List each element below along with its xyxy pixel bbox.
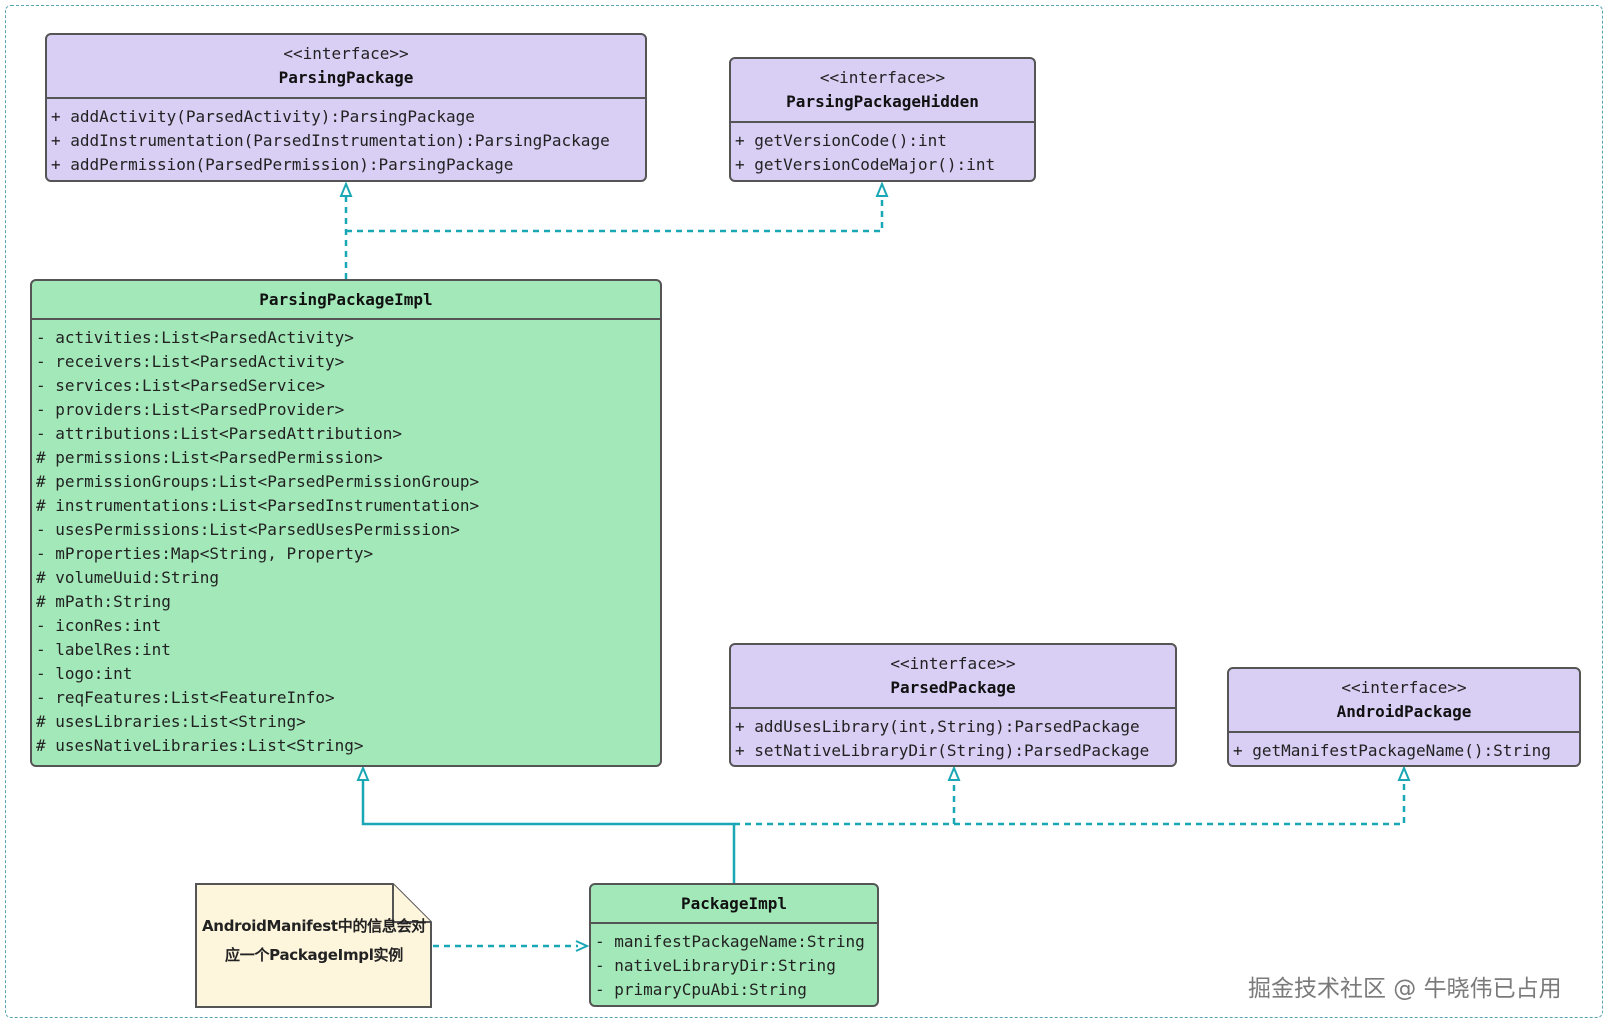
- note-link-arrowhead: [575, 940, 590, 952]
- inheritance-packageimpl-to-parsingpackageimpl: [361, 780, 736, 883]
- arrowhead-androidpackage: [1397, 765, 1411, 781]
- arrowhead-parsedpackage: [947, 765, 961, 781]
- member: - manifestPackageName:String: [595, 932, 865, 951]
- member: - usesPermissions:List<ParsedUsesPermiss…: [36, 520, 460, 539]
- class-parsingpackageimpl: ParsingPackageImpl - activities:List<Par…: [30, 279, 662, 767]
- member: + getVersionCode():int: [735, 131, 947, 150]
- member: - labelRes:int: [36, 640, 171, 659]
- class-name: ParsingPackage: [278, 68, 414, 87]
- member: - iconRes:int: [36, 616, 162, 635]
- class-parsingpackagehidden: <<interface>> ParsingPackageHidden + get…: [729, 57, 1036, 182]
- member: # usesNativeLibraries:List<String>: [36, 736, 364, 755]
- member: + addActivity(ParsedActivity):ParsingPac…: [51, 107, 475, 126]
- member: - providers:List<ParsedProvider>: [36, 400, 345, 419]
- member: + setNativeLibraryDir(String):ParsedPack…: [735, 741, 1150, 760]
- class-header: <<interface>> ParsingPackage: [47, 35, 645, 99]
- member: + getManifestPackageName():String: [1233, 741, 1551, 760]
- member: # permissionGroups:List<ParsedPermission…: [36, 472, 480, 491]
- member: - activities:List<ParsedActivity>: [36, 328, 354, 347]
- member: + addInstrumentation(ParsedInstrumentati…: [51, 131, 610, 150]
- note-line: 应一个PackageImpl实例: [225, 946, 403, 964]
- class-name: PackageImpl: [681, 893, 787, 913]
- class-packageimpl: PackageImpl - manifestPackageName:String…: [589, 883, 879, 1007]
- note-fold: [392, 884, 431, 923]
- member: - reqFeatures:List<FeatureInfo>: [36, 688, 335, 707]
- watermark: 掘金技术社区 @ 牛晓伟已占用: [1248, 976, 1562, 1002]
- member: # volumeUuid:String: [36, 568, 220, 587]
- member: - primaryCpuAbi:String: [595, 980, 807, 999]
- member: + addUsesLibrary(int,String):ParsedPacka…: [735, 717, 1140, 736]
- stereotype-label: <<interface>>: [819, 68, 946, 87]
- member: - mProperties:Map<String, Property>: [36, 544, 374, 563]
- member: - nativeLibraryDir:String: [595, 956, 836, 975]
- realization-impl-to-parsingpackagehidden: [346, 196, 884, 233]
- member: - logo:int: [36, 664, 133, 683]
- member: # instrumentations:List<ParsedInstrument…: [36, 496, 480, 515]
- class-name: AndroidPackage: [1336, 702, 1472, 721]
- class-parsedpackage: <<interface>> ParsedPackage + addUsesLib…: [729, 643, 1177, 767]
- member-list: + addActivity(ParsedActivity):ParsingPac…: [47, 99, 645, 177]
- member-list: - manifestPackageName:String - nativeLib…: [591, 924, 877, 1002]
- arrowhead-parsingpackage: [339, 181, 353, 197]
- member: - receivers:List<ParsedActivity>: [36, 352, 345, 371]
- class-header: <<interface>> AndroidPackage: [1229, 669, 1579, 733]
- stereotype-label: <<interface>>: [890, 654, 1016, 673]
- note-text: AndroidManifest中的信息会对 应一个PackageImpl实例: [196, 912, 432, 970]
- member: + getVersionCodeMajor():int: [735, 155, 996, 174]
- class-parsingpackage: <<interface>> ParsingPackage + addActivi…: [45, 33, 647, 182]
- realization-packageimpl-to-parsedpackage: [734, 780, 956, 826]
- class-header: <<interface>> ParsedPackage: [731, 645, 1175, 709]
- class-name: ParsedPackage: [890, 678, 1016, 697]
- member: - attributions:List<ParsedAttribution>: [36, 424, 403, 443]
- arrowhead-parsingpackagehidden: [875, 181, 889, 197]
- stereotype-label: <<interface>>: [1341, 678, 1467, 697]
- member-list: - activities:List<ParsedActivity> - rece…: [32, 320, 660, 758]
- class-name: ParsingPackageHidden: [786, 92, 979, 111]
- member-list: + getManifestPackageName():String: [1229, 733, 1579, 763]
- arrowhead-parsingpackageimpl: [356, 765, 370, 781]
- member: + addPermission(ParsedPermission):Parsin…: [51, 155, 514, 174]
- class-name: ParsingPackageImpl: [259, 289, 433, 309]
- note-line: AndroidManifest中的信息会对: [202, 917, 426, 935]
- class-header: PackageImpl: [591, 885, 877, 924]
- member-list: + getVersionCode():int + getVersionCodeM…: [731, 123, 1034, 177]
- member: # mPath:String: [36, 592, 171, 611]
- member-list: + addUsesLibrary(int,String):ParsedPacka…: [731, 709, 1175, 763]
- class-header: ParsingPackageImpl: [32, 281, 660, 320]
- realization-packageimpl-to-androidpackage: [954, 780, 1406, 826]
- member: - services:List<ParsedService>: [36, 376, 325, 395]
- class-header: <<interface>> ParsingPackageHidden: [731, 59, 1034, 123]
- stereotype-label: <<interface>>: [283, 44, 409, 63]
- member: # usesLibraries:List<String>: [36, 712, 306, 731]
- member: # permissions:List<ParsedPermission>: [36, 448, 383, 467]
- note-shape: [195, 883, 432, 1008]
- class-androidpackage: <<interface>> AndroidPackage + getManife…: [1227, 667, 1581, 767]
- diagram-frame: [5, 5, 1603, 1018]
